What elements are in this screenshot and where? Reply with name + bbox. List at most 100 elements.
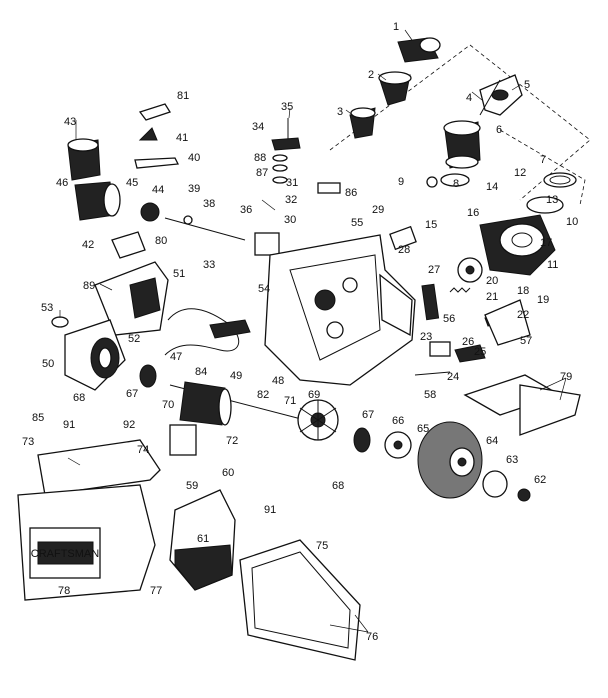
label-49: 49 [230, 370, 242, 382]
label-67-lower: 67 [362, 409, 374, 421]
part-79-pads [463, 374, 581, 436]
part-63-washer [482, 470, 508, 498]
part-57-plate [484, 299, 531, 346]
label-80: 80 [155, 235, 167, 247]
part-53-knob [51, 316, 69, 328]
label-69: 69 [308, 389, 320, 401]
part-50-motor-housing [64, 319, 126, 391]
label-54: 54 [258, 283, 270, 295]
label-23: 23 [420, 331, 432, 343]
label-84: 84 [195, 366, 207, 378]
label-6: 6 [496, 124, 502, 136]
label-36: 36 [240, 204, 252, 216]
part-59-shroud [169, 489, 236, 591]
part-86-plate [317, 182, 341, 194]
part-10-gasket [526, 196, 564, 214]
part-78-housing: CRAFTSMAN [17, 484, 156, 601]
part-28-30-block [254, 225, 417, 256]
part-34-lever [271, 137, 301, 151]
part-81-plate [138, 103, 171, 121]
part-11-gear-housing [479, 214, 556, 276]
label-45: 45 [126, 177, 138, 189]
label-28: 28 [398, 244, 410, 256]
label-16: 16 [467, 207, 479, 219]
label-46: 46 [56, 177, 68, 189]
part-5-cap [479, 74, 523, 116]
label-60: 60 [222, 467, 234, 479]
label-63: 63 [506, 454, 518, 466]
label-62: 62 [534, 474, 546, 486]
label-44: 44 [152, 184, 164, 196]
part-2-collet [378, 71, 412, 106]
part-58-bolt [414, 371, 451, 376]
part-54-main-frame [264, 234, 416, 386]
part-43-spindle-housing [67, 138, 101, 181]
part-1-knob [397, 37, 441, 63]
label-12: 12 [514, 167, 526, 179]
label-64: 64 [486, 435, 498, 447]
label-48: 48 [272, 375, 284, 387]
label-38: 38 [203, 198, 215, 210]
part-8-ring [440, 173, 470, 187]
label-13: 13 [546, 194, 558, 206]
dashed-group-outline-2 [499, 129, 586, 206]
part-40-lever [134, 157, 180, 169]
label-77: 77 [150, 585, 162, 597]
label-67-upper: 67 [126, 388, 138, 400]
label-81: 81 [177, 90, 189, 102]
part-41-brush [138, 127, 158, 141]
label-57: 57 [520, 335, 532, 347]
label-73: 73 [22, 436, 34, 448]
label-33: 33 [203, 259, 215, 271]
leader-lines [59, 29, 567, 633]
label-91-upper: 91 [63, 419, 75, 431]
label-87: 87 [256, 167, 268, 179]
label-20: 20 [486, 275, 498, 287]
label-56: 56 [443, 313, 455, 325]
label-24: 24 [447, 371, 459, 383]
part-20-gear [457, 257, 483, 283]
label-85: 85 [32, 412, 44, 424]
part-64-drum-wheel [417, 421, 483, 499]
label-42: 42 [82, 239, 94, 251]
part-67-bearing [139, 364, 371, 453]
label-32: 32 [285, 194, 297, 206]
label-66: 66 [392, 415, 404, 427]
label-71: 71 [284, 395, 296, 407]
label-41: 41 [176, 132, 188, 144]
label-7: 7 [540, 154, 546, 166]
label-35: 35 [281, 101, 293, 113]
label-39: 39 [188, 183, 200, 195]
part-4-pin [479, 79, 501, 116]
part-85-handle [37, 439, 161, 496]
part-42-clamp [111, 231, 146, 259]
label-9: 9 [398, 176, 404, 188]
part-31-88-stack [272, 154, 288, 184]
label-78: 78 [58, 585, 70, 597]
label-86: 86 [345, 187, 357, 199]
label-88: 88 [254, 152, 266, 164]
part-27-bracket [421, 283, 440, 321]
label-30: 30 [284, 214, 296, 226]
label-2: 2 [368, 69, 374, 81]
label-27: 27 [428, 264, 440, 276]
label-22: 22 [517, 309, 529, 321]
label-68-lower: 68 [332, 480, 344, 492]
label-52: 52 [128, 333, 140, 345]
part-23-25-linkage [429, 341, 486, 363]
part-6-housing [443, 120, 481, 169]
label-25: 25 [474, 346, 486, 358]
part-74-plate [169, 424, 197, 456]
part-36-shaft [164, 215, 246, 241]
label-68-upper: 68 [73, 392, 85, 404]
part-66-hub [384, 431, 412, 459]
label-4: 4 [466, 92, 472, 104]
label-17: 17 [540, 237, 552, 249]
label-31: 31 [286, 177, 298, 189]
label-91-lower: 91 [264, 504, 276, 516]
label-55: 55 [351, 217, 363, 229]
callout-labels: 1 2 3 4 5 6 7 8 9 10 11 12 13 14 15 16 1… [22, 21, 578, 643]
label-76: 76 [366, 631, 378, 643]
part-9-clip [426, 176, 438, 188]
label-19: 19 [537, 294, 549, 306]
